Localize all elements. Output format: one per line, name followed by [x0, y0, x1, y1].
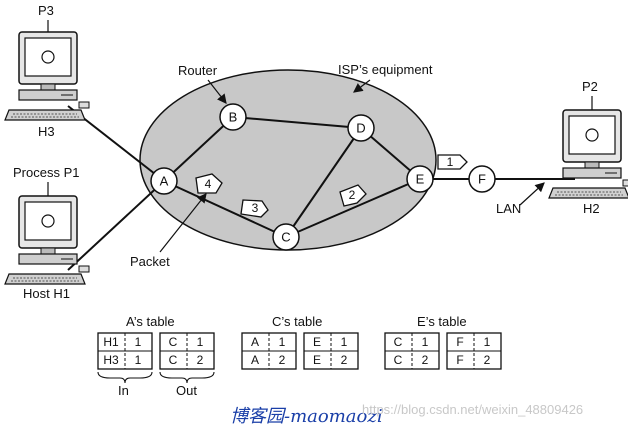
svg-text:1: 1	[484, 335, 491, 349]
table-c: C’s table A 1 A 2 E 1 E 2	[241, 314, 359, 370]
node-e: E	[406, 165, 434, 193]
svg-text:2: 2	[279, 353, 286, 367]
svg-text:4: 4	[205, 177, 212, 191]
svg-text:2: 2	[197, 353, 204, 367]
table-a-title: A’s table	[126, 314, 175, 329]
svg-text:1: 1	[279, 335, 286, 349]
svg-text:H3: H3	[103, 353, 119, 367]
label-h3: H3	[38, 124, 55, 139]
svg-text:H1: H1	[103, 335, 119, 349]
host-h3-computer	[4, 31, 90, 121]
svg-text:1: 1	[135, 335, 142, 349]
node-f: F	[468, 165, 496, 193]
lan-pointer	[519, 182, 545, 206]
host-h2-computer	[548, 109, 628, 199]
svg-text:1: 1	[135, 353, 142, 367]
table-a: A’s table H1 1 H3 1 C 1 C 2 In Out	[97, 314, 215, 398]
table-e-title: E’s table	[417, 314, 467, 329]
label-host-h1: Host H1	[23, 286, 70, 301]
label-isp-equipment: ISP’s equipment	[338, 62, 433, 77]
packet-1: 1	[437, 154, 468, 170]
svg-text:A: A	[251, 353, 259, 367]
packet-pointer	[159, 193, 207, 253]
svg-text:2: 2	[422, 353, 429, 367]
isp-equipment-ellipse	[139, 69, 437, 251]
svg-text:2: 2	[349, 188, 356, 202]
svg-text:E: E	[416, 172, 425, 187]
svg-text:C: C	[281, 230, 290, 245]
svg-text:F: F	[456, 353, 463, 367]
table-c-title: C’s table	[272, 314, 322, 329]
packet-3: 3	[240, 199, 269, 218]
svg-text:E: E	[313, 335, 321, 349]
svg-text:A: A	[251, 335, 259, 349]
svg-text:B: B	[229, 110, 238, 125]
host-h1-computer	[4, 195, 90, 285]
svg-text:C: C	[169, 335, 178, 349]
svg-text:3: 3	[252, 201, 259, 215]
svg-text:2: 2	[484, 353, 491, 367]
svg-text:1: 1	[447, 155, 454, 169]
svg-text:1: 1	[422, 335, 429, 349]
label-router: Router	[178, 63, 218, 78]
label-in: In	[118, 383, 129, 398]
svg-text:A: A	[160, 174, 169, 189]
packet-2: 2	[339, 184, 367, 207]
svg-text:F: F	[456, 335, 463, 349]
table-e: E’s table C 1 C 2 F 1 F 2	[384, 314, 502, 370]
svg-text:F: F	[478, 172, 486, 187]
label-out: Out	[176, 383, 197, 398]
label-h2: H2	[583, 201, 600, 216]
router-pointer	[207, 79, 227, 104]
watermark-url: https://blog.csdn.net/weixin_48809426	[362, 402, 583, 417]
svg-text:D: D	[356, 121, 365, 136]
label-p3: P3	[38, 3, 54, 18]
svg-text:C: C	[394, 353, 403, 367]
node-d: D	[347, 114, 375, 142]
label-p2: P2	[582, 79, 598, 94]
packet-4: 4	[195, 173, 223, 194]
watermark-text: 博客园-maomaozi	[230, 406, 383, 427]
svg-text:1: 1	[341, 335, 348, 349]
node-a: A	[150, 167, 178, 195]
label-packet: Packet	[130, 254, 170, 269]
isp-pointer	[353, 79, 371, 93]
label-process-p1: Process P1	[13, 165, 79, 180]
links	[67, 105, 575, 271]
svg-text:E: E	[313, 353, 321, 367]
svg-text:C: C	[394, 335, 403, 349]
node-c: C	[272, 223, 300, 251]
svg-text:2: 2	[341, 353, 348, 367]
node-b: B	[219, 103, 247, 131]
svg-text:C: C	[169, 353, 178, 367]
label-lan: LAN	[496, 201, 521, 216]
svg-text:1: 1	[197, 335, 204, 349]
